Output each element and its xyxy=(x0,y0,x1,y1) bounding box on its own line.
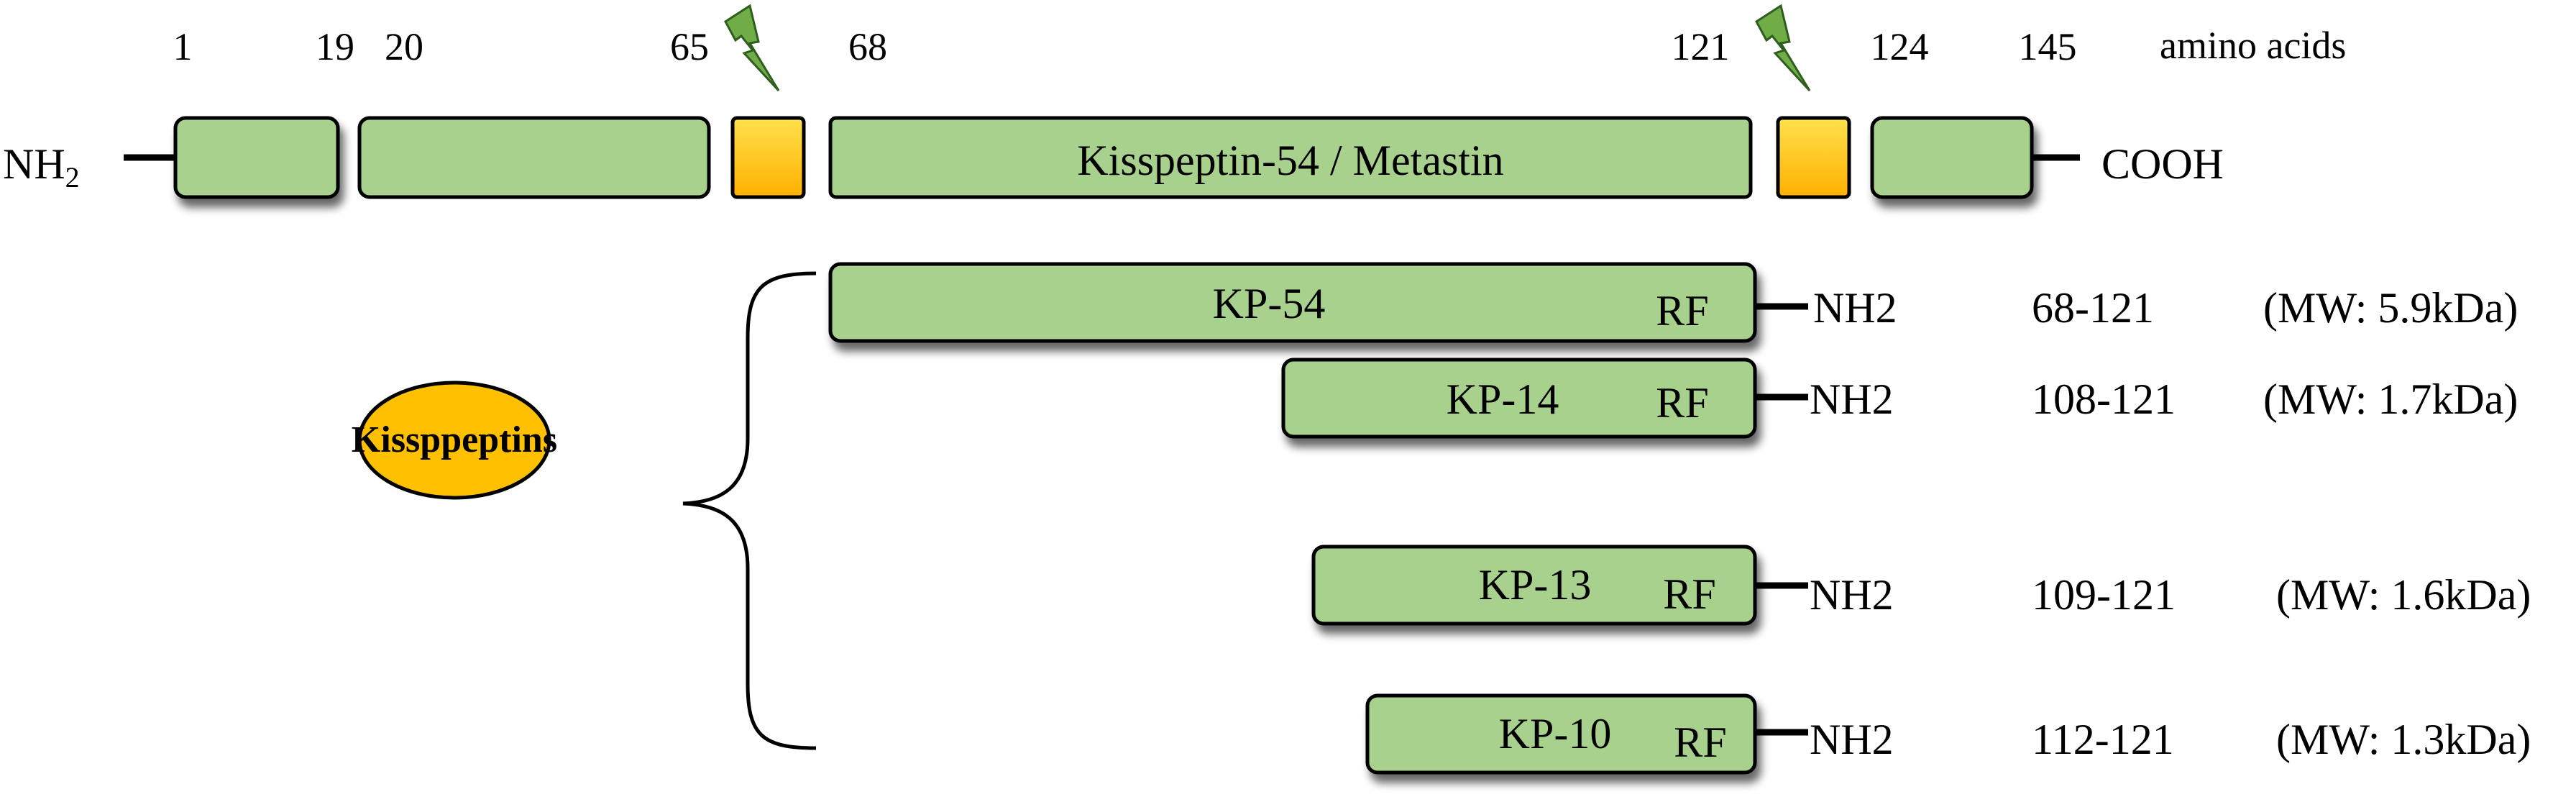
signal-peptide-segment xyxy=(173,116,340,199)
cleavage-site-box xyxy=(730,116,806,199)
n-terminus-label: NH2 xyxy=(3,140,80,193)
kisspeptin-54-segment xyxy=(828,116,1753,199)
c-terminus-label: COOH xyxy=(2101,140,2224,188)
peptide-range: 108-121 xyxy=(2032,375,2176,423)
group-bracket xyxy=(682,271,817,750)
lightning-icon xyxy=(724,4,780,92)
position-label: 124 xyxy=(1871,25,1929,68)
peptide-name: KP-13 xyxy=(1479,561,1592,609)
peptide-mw: (MW: 1.3kDa) xyxy=(2276,716,2531,763)
peptide-range: 68-121 xyxy=(2032,284,2154,332)
kisspeptins-badge: Kissppeptins xyxy=(352,381,557,500)
peptide-name: KP-14 xyxy=(1447,375,1559,423)
peptide-row: KP-54 RF NH2 68-121 (MW: 5.9kDa) xyxy=(828,262,2518,343)
position-label: 65 xyxy=(670,25,709,68)
peptide-mw: (MW: 1.6kDa) xyxy=(2276,571,2531,619)
peptide-range: 112-121 xyxy=(2032,716,2174,763)
main-segment-label: Kisspeptin-54 / Metastin xyxy=(1077,137,1503,184)
group-label: Kissppeptins xyxy=(352,419,557,460)
peptide-mw: (MW: 1.7kDa) xyxy=(2263,375,2518,423)
peptide-terminus: NH2 xyxy=(1810,716,1894,763)
cleavage-site-box xyxy=(1776,116,1851,199)
lightning-icon xyxy=(1755,4,1811,92)
peptide-motif: RF xyxy=(1656,287,1708,334)
peptide-mw: (MW: 5.9kDa) xyxy=(2263,284,2518,332)
position-label: 20 xyxy=(385,25,423,68)
peptide-terminus: NH2 xyxy=(1810,571,1894,619)
peptide-motif: RF xyxy=(1663,570,1715,618)
position-label: 68 xyxy=(848,25,887,68)
peptide-range: 109-121 xyxy=(2032,571,2176,619)
position-labels: 1 19 20 65 68 121 124 145 amino acids xyxy=(173,24,2347,68)
peptide-row: KP-14 RF NH2 108-121 (MW: 1.7kDa) xyxy=(1281,357,2518,439)
position-label: 1 xyxy=(173,25,193,68)
peptide-name: KP-10 xyxy=(1499,710,1612,757)
position-label: 19 xyxy=(316,25,354,68)
peptide-terminus: NH2 xyxy=(1813,284,1897,332)
prepro-segment xyxy=(357,116,711,199)
peptide-terminus: NH2 xyxy=(1810,375,1894,423)
position-unit-label: amino acids xyxy=(2160,24,2346,67)
peptide-bar xyxy=(828,262,1757,343)
peptide-row: KP-13 RF NH2 109-121 (MW: 1.6kDa) xyxy=(1311,545,2531,626)
peptide-motif: RF xyxy=(1674,719,1726,766)
peptide-motif: RF xyxy=(1656,379,1708,427)
position-label: 121 xyxy=(1672,25,1730,68)
peptide-row: KP-10 RF NH2 112-121 (MW: 1.3kDa) xyxy=(1365,693,2531,775)
c-terminal-segment xyxy=(1870,116,2034,199)
position-label: 145 xyxy=(2019,25,2077,68)
peptide-name: KP-54 xyxy=(1213,280,1326,327)
precursor-bar: NH2 Kisspeptin-54 / Metastin COOH xyxy=(3,116,2224,199)
